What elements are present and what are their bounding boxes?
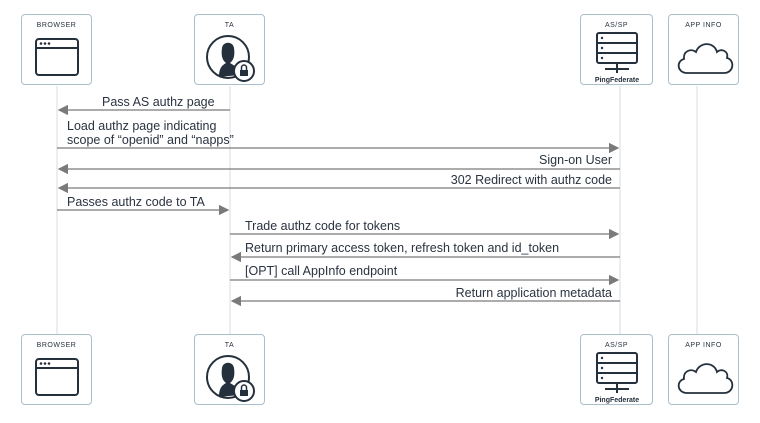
participant-as-sp: AS/SP PingFederate bbox=[580, 14, 653, 85]
participant-app-info-bottom: APP INFO bbox=[668, 334, 739, 405]
participant-label: BROWSER bbox=[36, 342, 77, 349]
cloud-icon bbox=[677, 363, 734, 394]
cloud-icon bbox=[677, 43, 734, 74]
message-9: Return application metadata bbox=[455, 286, 612, 300]
participant-app-info: APP INFO bbox=[668, 14, 739, 85]
participant-as-sp-bottom: AS/SP PingFederate bbox=[580, 334, 653, 405]
browser-window-icon bbox=[35, 38, 79, 76]
user-lock-icon bbox=[206, 355, 255, 402]
participant-label: APP INFO bbox=[685, 22, 722, 29]
participant-label: AS/SP bbox=[604, 342, 629, 349]
server-icon: PingFederate bbox=[595, 352, 639, 404]
message-6: Trade authz code for tokens bbox=[245, 219, 401, 233]
message-2-line1: Load authz page indicating bbox=[67, 119, 217, 133]
message-3: Sign-on User bbox=[539, 153, 612, 167]
server-icon: PingFederate bbox=[595, 32, 639, 84]
participant-browser: BROWSER bbox=[21, 14, 92, 85]
svg-text:PingFederate: PingFederate bbox=[595, 397, 639, 404]
message-7: Return primary access token, refresh tok… bbox=[245, 241, 560, 255]
user-lock-icon bbox=[206, 35, 255, 82]
participant-label: TA bbox=[224, 342, 235, 349]
message-2-line2: scope of “openid” and “napps” bbox=[67, 133, 234, 147]
participant-label: APP INFO bbox=[685, 342, 722, 349]
message-5: Passes authz code to TA bbox=[67, 195, 205, 209]
participant-ta: TA bbox=[194, 14, 265, 85]
participant-label: TA bbox=[224, 22, 235, 29]
participant-label: BROWSER bbox=[36, 22, 77, 29]
participant-ta-bottom: TA bbox=[194, 334, 265, 405]
participant-label: AS/SP bbox=[604, 22, 629, 29]
participant-browser-bottom: BROWSER bbox=[21, 334, 92, 405]
message-4: 302 Redirect with authz code bbox=[450, 173, 612, 187]
message-1: Pass AS authz page bbox=[102, 95, 215, 109]
svg-text:PingFederate: PingFederate bbox=[595, 77, 639, 84]
message-8: [OPT] call AppInfo endpoint bbox=[245, 264, 398, 278]
browser-window-icon bbox=[35, 358, 79, 396]
